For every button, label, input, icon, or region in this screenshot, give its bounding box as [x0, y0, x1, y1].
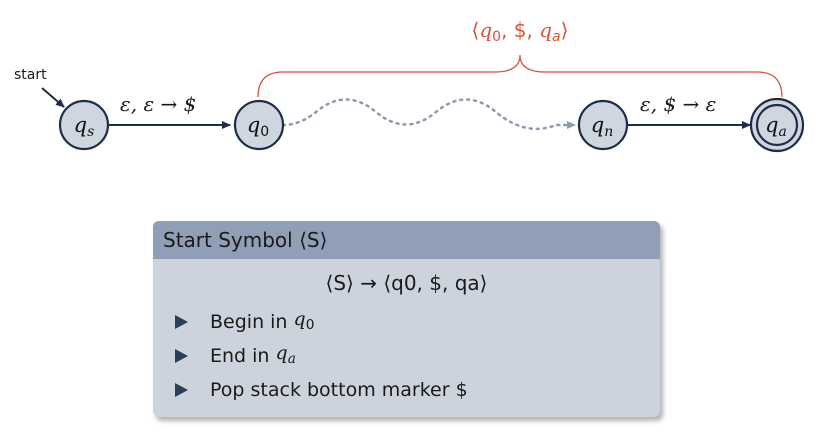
- bullet-triangle-icon: [175, 383, 188, 397]
- pda-diagram: start ε, ε → $ ε, $ → ε ⟨q0, $, qa⟩ qs q…: [14, 18, 805, 153]
- bullet-triangle-icon: [175, 349, 188, 363]
- state-qn-sub: n: [604, 124, 613, 140]
- transition-label-qn-qa: ε, $ → ε: [640, 92, 716, 116]
- state-qn-base: q: [591, 113, 604, 137]
- bullet-triangle-icon: [175, 315, 188, 329]
- svg-text:q0: q0: [247, 113, 269, 140]
- list-item: Begin in q0: [175, 305, 660, 339]
- list-item-text: End in: [210, 345, 270, 367]
- list-item-math: q0: [293, 308, 315, 333]
- state-q0-sub: 0: [260, 124, 269, 140]
- state-q0-base: q: [247, 113, 260, 137]
- state-qa-sub: a: [779, 124, 787, 140]
- list-item-text: Begin in: [210, 311, 288, 333]
- brace: [257, 54, 783, 98]
- list-item-math: qa: [275, 342, 296, 367]
- start-label: start: [14, 67, 47, 83]
- list-item-text: Pop stack bottom marker $: [210, 379, 468, 401]
- brace-label: ⟨q0, $, qa⟩: [472, 18, 569, 45]
- svg-text:qn: qn: [591, 113, 613, 140]
- state-qn: qn: [577, 99, 629, 151]
- svg-text:qa: qa: [765, 113, 787, 140]
- list-item: Pop stack bottom marker $: [175, 373, 660, 407]
- dotted-path-q0-qn: [281, 98, 577, 131]
- transition-label-qs-q0: ε, ε → $: [120, 92, 196, 116]
- state-qs-base: q: [74, 113, 87, 137]
- block-title: Start Symbol ⟨S⟩: [153, 221, 660, 259]
- state-qa: qa: [749, 97, 805, 153]
- list-item: End in qa: [175, 339, 660, 373]
- block-list: Begin in q0 End in qa Pop stack bottom m…: [153, 305, 660, 407]
- svg-text:qs: qs: [74, 113, 95, 140]
- state-qs-sub: s: [87, 124, 94, 140]
- state-q0: q0: [233, 99, 285, 151]
- block-formula: ⟨S⟩ → ⟨q0, $, qa⟩: [325, 271, 488, 295]
- start-symbol-block: Start Symbol ⟨S⟩ ⟨S⟩ → ⟨q0, $, qa⟩ Begin…: [153, 221, 660, 417]
- start-arrow: [41, 87, 65, 108]
- state-qa-base: q: [765, 113, 778, 137]
- state-qs: qs: [58, 99, 110, 151]
